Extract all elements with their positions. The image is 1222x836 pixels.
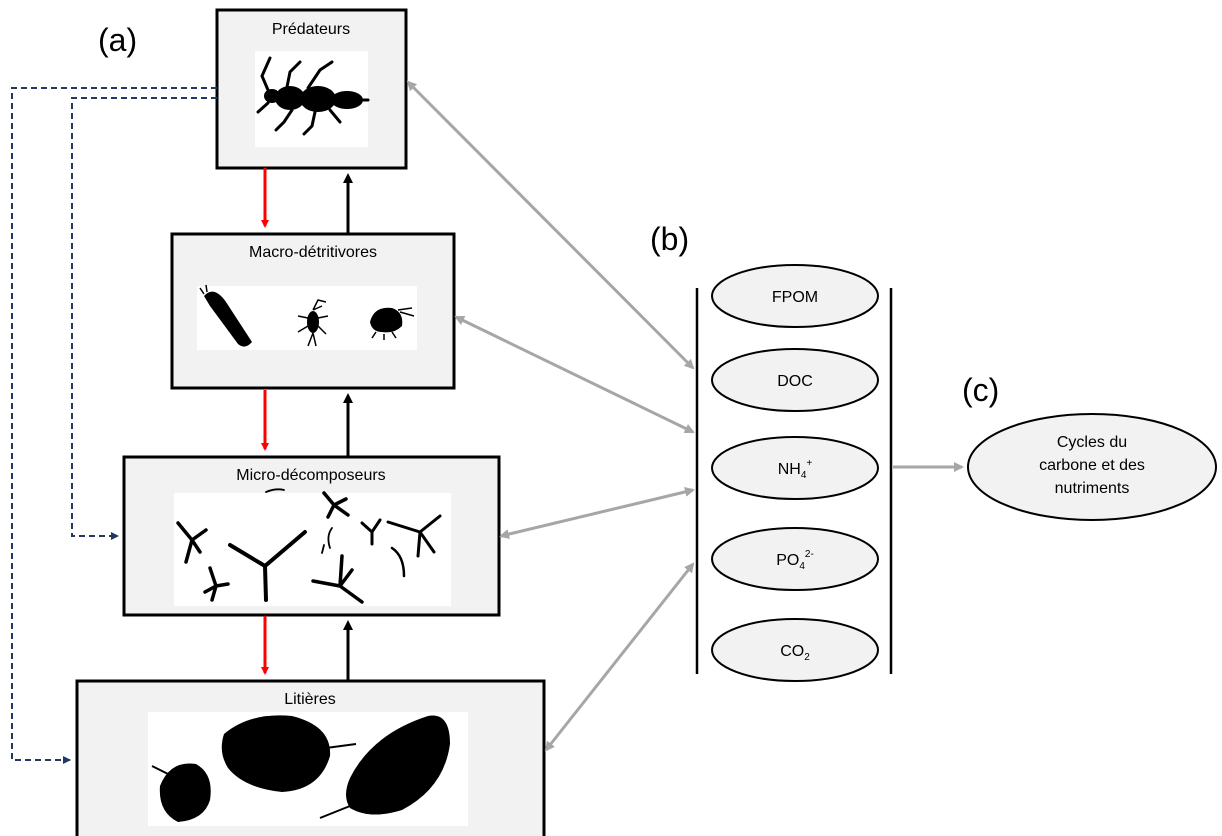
nh4-label: NH4+ bbox=[778, 458, 813, 481]
dashed-arrow-predators-to-litter bbox=[11, 87, 217, 764]
co2-label: CO2 bbox=[780, 643, 810, 663]
litter-label: Litières bbox=[284, 691, 336, 708]
leaves-icon bbox=[151, 715, 450, 822]
panel-label-c: (c) bbox=[962, 372, 999, 408]
pool-item-co2: CO2 bbox=[711, 618, 879, 682]
fungal-spores-icon bbox=[176, 488, 442, 604]
cycles-line-3: nutriments bbox=[1055, 480, 1130, 497]
fpom-label: FPOM bbox=[772, 289, 818, 306]
litter-box: Litières bbox=[75, 679, 546, 836]
macro-detritivores-box: Macro-détritivores bbox=[170, 232, 456, 390]
po4-label: PO42- bbox=[776, 549, 814, 572]
cycles-line-1: Cycles du bbox=[1057, 434, 1127, 451]
predators-label: Prédateurs bbox=[272, 21, 350, 38]
doc-label: DOC bbox=[777, 373, 813, 390]
panel-label-b: (b) bbox=[650, 221, 689, 257]
exchange-arrows bbox=[406, 80, 964, 752]
caddisfly-larva-icon bbox=[199, 284, 252, 347]
cycles-line-2: carbone et des bbox=[1039, 457, 1145, 474]
pool-item-fpom: FPOM bbox=[711, 264, 879, 328]
micro-decomposers-label: Micro-décomposeurs bbox=[236, 467, 385, 484]
predators-box: Prédateurs bbox=[215, 8, 408, 170]
micro-decomposers-box: Micro-décomposeurs bbox=[122, 455, 501, 617]
macro-detritivores-label: Macro-détritivores bbox=[249, 244, 377, 261]
grey-arrow-micro-pool bbox=[499, 487, 695, 539]
stonefly-nymph-icon bbox=[297, 299, 329, 347]
panel-label-a: (a) bbox=[98, 22, 137, 58]
cycles-node: Cycles du carbone et des nutriments bbox=[967, 413, 1217, 521]
dashed-arrow-predators-to-micro bbox=[71, 97, 217, 540]
indirect-effect-arrows bbox=[11, 87, 217, 764]
nutrient-pool: FPOM DOC NH4+ PO42- CO2 bbox=[695, 264, 893, 682]
grey-arrow-litter-pool bbox=[544, 562, 695, 752]
pool-item-doc: DOC bbox=[711, 348, 879, 412]
pool-item-nh4: NH4+ bbox=[711, 436, 879, 500]
grey-arrow-macro-pool bbox=[454, 315, 695, 434]
predator-insect-icon bbox=[256, 56, 370, 136]
pool-item-po4: PO42- bbox=[711, 527, 879, 591]
